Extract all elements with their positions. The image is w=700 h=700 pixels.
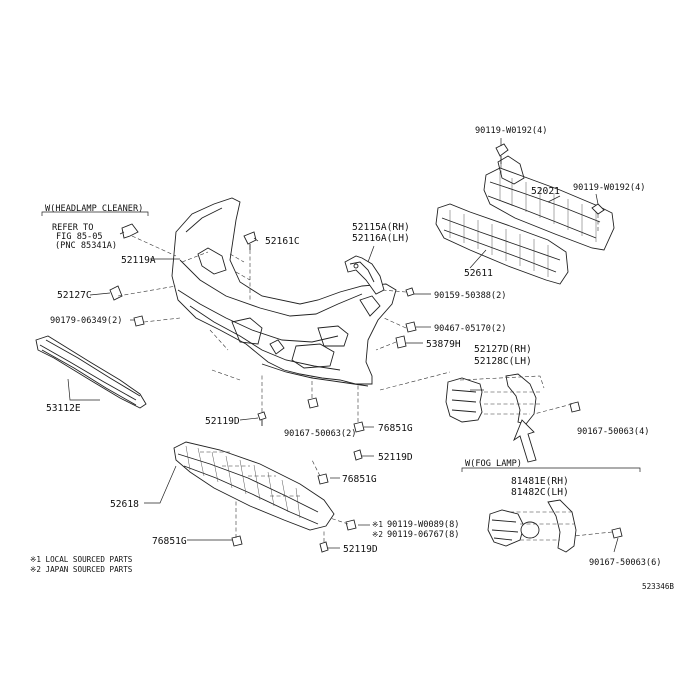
leader-lines xyxy=(67,138,619,553)
clip-52161c xyxy=(243,231,257,245)
clip-76851g-c xyxy=(231,535,243,547)
label-90167-mid[interactable]: 90167-50063(2) xyxy=(284,429,356,439)
clip-76851g-b xyxy=(317,473,329,485)
bolt-52119d-bot xyxy=(319,541,329,553)
assembly-lines xyxy=(117,164,613,542)
group-fog-lamp: W(FOG LAMP) xyxy=(465,459,522,469)
label-90159[interactable]: 90159-50388(2) xyxy=(434,291,506,301)
direction-arrow xyxy=(513,419,537,463)
nut-90159 xyxy=(405,287,415,297)
fog-lamp-cover-81481e[interactable] xyxy=(487,499,577,553)
label-52127d[interactable]: 52127D(RH) xyxy=(474,344,532,355)
label-90179[interactable]: 90179-06349(2) xyxy=(50,316,122,326)
fog-lamp-bracket xyxy=(461,467,641,472)
mark-2: ※2 xyxy=(372,530,383,539)
bolt-90119-w0192-right xyxy=(591,203,605,215)
legend-line-2: ※2 JAPAN SOURCED PARTS xyxy=(30,565,133,574)
label-76851g-c[interactable]: 76851G xyxy=(152,536,187,547)
option-boxes xyxy=(41,211,641,472)
bolt-90119-w0089 xyxy=(345,519,357,531)
label-53112e[interactable]: 53112E xyxy=(46,403,81,414)
group-headlamp-cleaner: W(HEADLAMP CLEANER) REFER TO FIG 85-05 (… xyxy=(45,204,143,251)
nut-90467 xyxy=(405,321,417,333)
refer-line-3: (PNC 85341A) xyxy=(55,241,117,251)
label-81481e[interactable]: 81481E(RH) xyxy=(511,476,569,487)
label-53879h[interactable]: 53879H xyxy=(426,339,461,350)
label-90119-w0192-top[interactable]: 90119-W0192(4) xyxy=(475,126,547,136)
refer-line-2: FIG 85-05 xyxy=(56,232,103,242)
headlamp-cleaner-bracket xyxy=(41,211,149,216)
bolt-90119-w0192-top xyxy=(495,143,509,157)
label-90119-w0089[interactable]: 90119-W0089(8) xyxy=(387,520,459,530)
label-90467[interactable]: 90467-05170(2) xyxy=(434,324,506,334)
label-52119d-top[interactable]: 52119D xyxy=(205,416,240,427)
fasteners xyxy=(109,143,623,553)
label-90119-w0192-right[interactable]: 90119-W0192(4) xyxy=(573,183,645,193)
bolt-52119d-mid xyxy=(353,449,363,461)
bumper-reinforcement-52021[interactable] xyxy=(483,155,615,251)
lower-grille-53112e[interactable] xyxy=(35,335,147,409)
label-52128c[interactable]: 52128C(LH) xyxy=(474,356,532,367)
headlamp-cleaner-title: W(HEADLAMP CLEANER) xyxy=(45,204,143,214)
label-52021[interactable]: 52021 xyxy=(531,186,560,197)
label-52618[interactable]: 52618 xyxy=(110,499,139,510)
clip-90179 xyxy=(133,315,145,327)
legend: ※1 LOCAL SOURCED PARTS ※2 JAPAN SOURCED … xyxy=(30,555,133,574)
fog-lamp-title: W(FOG LAMP) xyxy=(465,459,522,469)
label-76851g-a[interactable]: 76851G xyxy=(378,423,413,434)
label-52611[interactable]: 52611 xyxy=(464,268,493,279)
bolt-90167-mid xyxy=(307,397,319,409)
legend-line-1: ※1 LOCAL SOURCED PARTS xyxy=(30,555,133,564)
label-52119a[interactable]: 52119A xyxy=(121,255,156,266)
label-81482c[interactable]: 81482C(LH) xyxy=(511,487,569,498)
bumper-absorber-52611[interactable] xyxy=(435,203,569,285)
clip-53879h xyxy=(395,335,407,349)
bolt-90167-fog xyxy=(611,527,623,539)
clip-52127c xyxy=(109,285,123,301)
bolt-90167-right xyxy=(569,401,581,413)
engine-under-cover-52618[interactable] xyxy=(173,441,335,531)
label-90167-fog[interactable]: 90167-50063(6) xyxy=(589,558,661,568)
bolt-52119d-top xyxy=(257,411,267,421)
mark-1: ※1 xyxy=(372,520,383,529)
label-52127c[interactable]: 52127C xyxy=(57,290,92,301)
label-52119d-bot[interactable]: 52119D xyxy=(343,544,378,555)
part-labels: 90119-W0192(4) 52021 90119-W0192(4) 5261… xyxy=(46,126,661,568)
refer-line-1: REFER TO xyxy=(52,223,93,233)
label-76851g-b[interactable]: 76851G xyxy=(342,474,377,485)
label-52161c[interactable]: 52161C xyxy=(265,236,300,247)
clip-76851g-a xyxy=(353,421,365,433)
clip-refer xyxy=(121,223,139,239)
label-52119d-mid[interactable]: 52119D xyxy=(378,452,413,463)
fog-lamp-bezel-52127d[interactable] xyxy=(445,373,537,425)
label-52115a[interactable]: 52115A(RH) xyxy=(352,222,410,233)
label-90167-right[interactable]: 90167-50063(4) xyxy=(577,427,649,437)
drawing-id: 523346B xyxy=(642,582,674,591)
label-90119-06767[interactable]: 90119-06767(8) xyxy=(387,530,459,540)
label-52116a[interactable]: 52116A(LH) xyxy=(352,233,410,244)
